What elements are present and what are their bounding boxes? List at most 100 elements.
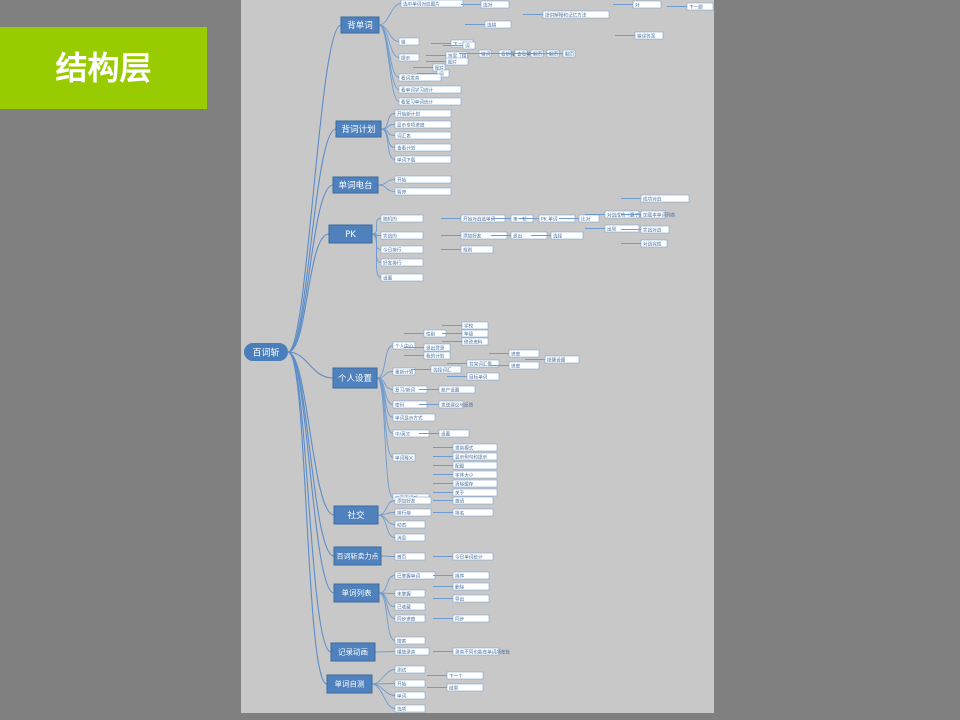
- leaf-node-label: 加载本单词列表: [643, 212, 676, 219]
- leaf-node: [394, 636, 426, 645]
- leaf-node: [394, 187, 452, 196]
- leaf-node-label: 对战完成: [643, 241, 662, 248]
- leaf-node: [380, 273, 424, 282]
- leaf-node: [466, 372, 500, 381]
- leaf-node-label: 错词: [481, 51, 491, 58]
- leaf-node-label: 清除缓存: [455, 481, 474, 488]
- root-node: [244, 343, 288, 361]
- leaf-node-label: 开始对战选单词: [463, 216, 496, 223]
- leaf-node-label: 删除: [455, 584, 465, 591]
- leaf-node: [508, 361, 540, 370]
- leaf-node-label: 录音不同也能在单词所在处: [455, 649, 511, 656]
- leaf-connector: [374, 651, 396, 653]
- leaf-node-label: 词: [439, 71, 444, 78]
- leaf-node: [380, 258, 424, 267]
- leaf-node-label: 播放录音: [397, 649, 416, 656]
- leaf-node: [604, 224, 640, 233]
- leaf-node-label: 选择词汇: [433, 367, 452, 374]
- leaf-node-label: 看词发音: [401, 75, 420, 82]
- leaf-node: [394, 131, 452, 140]
- leaf-node: [452, 582, 490, 591]
- leaf-node-label: 重新计划: [395, 369, 414, 376]
- leaf-node: [578, 214, 600, 223]
- leaf-node: [461, 321, 489, 330]
- leaf-node-label: 对战成功（赢了）: [607, 212, 644, 219]
- leaf-node: [640, 225, 670, 234]
- leaf-node-label: 账户设置: [441, 387, 460, 394]
- leaf-node: [438, 429, 470, 438]
- leaf-node-label: 开始新计划: [397, 111, 420, 118]
- leaf-node: [446, 671, 484, 680]
- leaf-node-label: 单词下载: [397, 157, 416, 164]
- leaf-connector: [371, 683, 396, 685]
- leaf-node: [461, 337, 489, 346]
- leaf-node-label: 选择: [553, 233, 563, 240]
- leaf-node-label: 提示: [401, 55, 411, 62]
- leaf-node-label: 下一题: [453, 42, 467, 48]
- leaf-node: [400, 0, 464, 8]
- leaf-node-label: 配图: [455, 464, 465, 470]
- leaf-node-label: 添加好友: [397, 498, 416, 505]
- leaf-node-label: 背完词汇量: [469, 361, 492, 368]
- leaf-node: [542, 10, 610, 19]
- leaf-connector: [376, 345, 394, 379]
- leaf-node-label: 成功对战: [643, 196, 662, 203]
- leaf-connector: [380, 555, 396, 557]
- leaf-node-label: 看单词学习统计: [401, 87, 434, 94]
- category-node: [340, 16, 380, 34]
- leaf-node-label: 选中单词对应图片: [403, 1, 440, 8]
- leaf-node-label: 开始: [397, 177, 407, 184]
- leaf-node: [394, 520, 426, 529]
- leaf-node-label: 图片: [448, 59, 458, 66]
- leaf-node: [452, 452, 498, 461]
- leaf-node: [392, 413, 436, 422]
- leaf-node-label: 复习/新词: [395, 387, 415, 394]
- leaf-node: [394, 602, 426, 611]
- section-title-banner: 结构层: [0, 27, 207, 109]
- leaf-node-label: 搜索: [397, 638, 407, 645]
- leaf-node-label: 错误答案: [637, 33, 656, 40]
- category-node: [326, 674, 373, 694]
- leaf-node-label: 随机的: [383, 216, 397, 223]
- leaf-node-label: 查看单词: [517, 51, 536, 58]
- branch-connector: [287, 233, 330, 353]
- leaf-node-label: 显示例句和提示: [455, 454, 488, 461]
- leaf-connector: [377, 514, 396, 538]
- leaf-node: [640, 210, 666, 219]
- leaf-node-label: 同步: [455, 617, 465, 623]
- leaf-node: [380, 214, 424, 223]
- leaf-node: [438, 385, 476, 394]
- leaf-node-label: 测试: [397, 667, 407, 674]
- leaf-node-label: 提醒设置: [547, 357, 566, 364]
- leaf-node-label: 导出: [455, 596, 465, 603]
- leaf-node-label: 性别: [426, 331, 436, 338]
- category-node-label: 单词列表: [342, 588, 372, 598]
- leaf-connector: [377, 514, 396, 525]
- leaf-node-label: 图片: [435, 65, 445, 72]
- category-node-label: 背单词: [347, 20, 373, 31]
- leaf-node-label: 密码: [395, 402, 405, 409]
- leaf-node: [544, 355, 580, 364]
- branch-connector: [287, 351, 335, 557]
- leaf-node: [452, 496, 494, 505]
- leaf-node: [394, 647, 430, 656]
- category-node: [332, 367, 378, 389]
- leaf-node-label: 结果: [449, 685, 459, 692]
- leaf-connector: [377, 512, 396, 516]
- category-node: [333, 583, 380, 603]
- leaf-node: [452, 470, 498, 479]
- leaf-node: [452, 614, 490, 623]
- leaf-node-label: 好友排行: [383, 260, 402, 267]
- category-node-label: 社交: [347, 510, 365, 521]
- leaf-node-label: 出局: [607, 226, 617, 233]
- leaf-connector: [371, 683, 396, 709]
- leaf-node: [380, 245, 424, 254]
- leaf-node-label: 同步进度: [397, 616, 416, 623]
- leaf-node-label: 添加好友: [463, 233, 482, 240]
- leaf-node: [394, 665, 426, 674]
- leaf-node: [460, 245, 494, 254]
- root-node-label: 百词斩: [252, 347, 279, 359]
- leaf-node-label: 学校: [464, 323, 474, 330]
- category-node-label: 个人设置: [338, 373, 373, 384]
- leaf-node-label: 暂停: [397, 189, 407, 196]
